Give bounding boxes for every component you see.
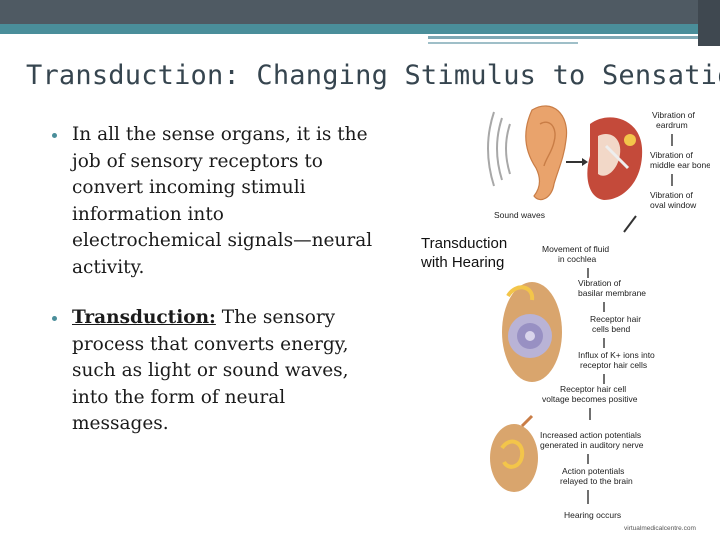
step-label: voltage becomes positive [542, 394, 638, 404]
step-label: Action potentials [562, 466, 624, 476]
header-accent-line-short [428, 42, 578, 44]
header-bar [0, 0, 720, 24]
step-label: Receptor hair [590, 314, 641, 324]
step-label: Vibration of [652, 110, 695, 120]
step-label: relayed to the brain [560, 476, 633, 486]
bullet-item: Transduction: The sensory process that c… [46, 305, 376, 438]
caption-line-2: with Hearing [421, 254, 505, 271]
diagram-caption: Transduction with Hearing [421, 234, 507, 272]
arrow-head-icon [582, 158, 588, 166]
middle-ear-icon [587, 117, 643, 200]
bullet-text: The sensory process that converts energy… [72, 307, 349, 434]
step-label: oval window [650, 200, 697, 210]
label-sound-waves: Sound waves [494, 210, 545, 220]
outer-ear-icon [525, 105, 568, 201]
auditory-nerve-icon [490, 414, 538, 492]
step-label: Vibration of [650, 150, 693, 160]
bullet-item: In all the sense organs, it is the job o… [46, 122, 376, 281]
header-corner-block [698, 0, 720, 46]
image-credit: virtualmedicalcentre.com [624, 525, 696, 532]
hearing-transduction-diagram: Sound waves Vibration of eardrum Vibrati… [487, 105, 710, 532]
step-label: Receptor hair cell [560, 384, 626, 394]
step-label: cells bend [592, 324, 631, 334]
bullet-list: In all the sense organs, it is the job o… [46, 122, 376, 438]
step-label: in cochlea [558, 254, 597, 264]
step-label: Vibration of [650, 190, 693, 200]
header-accent-line [428, 36, 698, 39]
sound-waves-icon [487, 111, 511, 187]
step-label: Hearing occurs [564, 510, 621, 520]
bullet-term: Transduction: [72, 307, 216, 328]
step-label: generated in auditory nerve [540, 440, 644, 450]
bullet-dot-icon [52, 316, 57, 321]
slide-title: Transduction: Changing Stimulus to Sensa… [26, 60, 720, 91]
step-label: Increased action potentials [540, 430, 641, 440]
step-label: eardrum [656, 120, 688, 130]
bullet-text: In all the sense organs, it is the job o… [72, 124, 373, 278]
diagonal-arrow-icon [623, 215, 637, 233]
step-label: Influx of K+ ions into [578, 350, 655, 360]
cochlea-icon [502, 282, 562, 382]
step-label: Movement of fluid [542, 244, 609, 254]
step-label: basilar membrane [578, 288, 646, 298]
step-label: Vibration of [578, 278, 621, 288]
step-label: middle ear bones [650, 160, 710, 170]
bullet-dot-icon [52, 133, 57, 138]
caption-line-1: Transduction [421, 235, 508, 252]
header-accent-band [0, 24, 698, 34]
step-label: receptor hair cells [580, 360, 647, 370]
